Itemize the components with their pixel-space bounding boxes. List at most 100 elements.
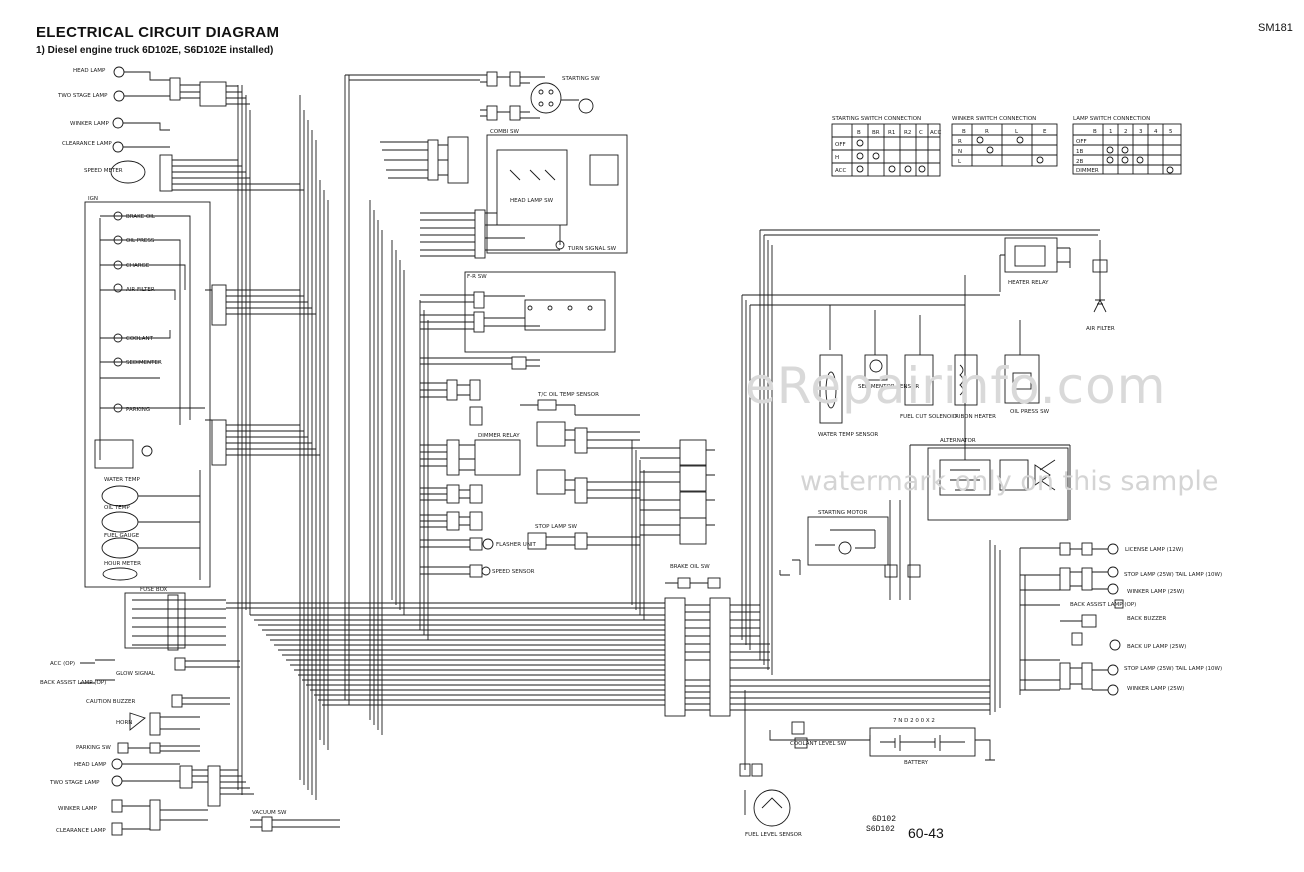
label-starting-sw: STARTING SW	[562, 76, 600, 82]
label-ribon-heater: RIBON HEATER	[955, 414, 996, 420]
label-clearance-lamp: CLEARANCE LAMP	[62, 141, 112, 147]
lp-h4: 3	[1139, 129, 1143, 135]
label-battery-rating: 7 N D 2 0 0 X 2	[893, 718, 935, 724]
label-dimmer-relay: DIMMER RELAY	[478, 433, 520, 439]
label-caution-buzzer: CAUTION BUZZER	[86, 699, 136, 705]
table-winker-title: WINKER SWITCH CONNECTION	[952, 116, 1036, 122]
label-sedimenter: SEDIMENTER	[126, 360, 162, 366]
rear-lamps	[1059, 542, 1124, 696]
label-alternator: ALTERNATOR	[940, 438, 976, 444]
wk-h1: B	[962, 129, 966, 135]
label-turn-signal-sw: TURN SIGNAL SW	[567, 246, 617, 252]
main-harness	[226, 74, 1101, 815]
label-speed-sensor: SPEED SENSOR	[492, 569, 535, 575]
lp-h3: 2	[1124, 129, 1128, 135]
label-stop-lamp-sw: STOP LAMP SW	[535, 524, 577, 530]
lower-left-components	[80, 600, 340, 836]
lp-h6: 5	[1169, 129, 1173, 135]
label-starting-motor: STARTING MOTOR	[818, 510, 867, 516]
wk-h4: E	[1043, 129, 1047, 135]
starting-motor	[807, 516, 921, 578]
st-h1: B	[857, 130, 861, 136]
lp-h1: B	[1093, 129, 1097, 135]
st-h2: BR	[872, 130, 880, 136]
label-heater-relay: HEATER RELAY	[1008, 280, 1049, 286]
label-fuel-level-sensor: FUEL LEVEL SENSOR	[745, 832, 802, 838]
wk-r0: R	[958, 139, 962, 145]
lp-r1: 1B	[1076, 149, 1083, 155]
label-head-lamp-sw: HEAD LAMP SW	[510, 198, 554, 204]
wk-h3: L	[1015, 129, 1019, 135]
label-winker-lamp: WINKER LAMP	[70, 121, 110, 127]
label-oil-temp: OIL TEMP	[104, 505, 130, 511]
bottom-connector-block	[664, 577, 731, 717]
alternator	[927, 447, 1069, 521]
label-acc-op: ACC (OP)	[50, 661, 75, 667]
st-r0: OFF	[835, 142, 846, 148]
watermark-secondary: watermark only on this sample	[800, 466, 1219, 497]
starting-switch	[480, 71, 594, 121]
label-two-stage-lamp-rear: TWO STAGE LAMP	[49, 780, 100, 786]
wk-h2: R	[985, 129, 989, 135]
label-horn: HORN	[116, 720, 132, 726]
label-glow-signal: GLOW SIGNAL	[116, 671, 156, 677]
front-lamps	[110, 66, 304, 192]
label-vacuum-sw: VACUUM SW	[252, 810, 287, 816]
model-6d102: 6D102	[872, 815, 897, 824]
label-fuel-cut-solenoid: FUEL CUT SOLENOID	[900, 414, 957, 420]
label-clearance-lamp-rear: CLEARANCE LAMP	[56, 828, 106, 834]
st-r1: H	[835, 155, 839, 161]
lp-h5: 4	[1154, 129, 1158, 135]
engine-sensors	[819, 237, 1108, 424]
watermark-primary: eRepairinfo.com	[745, 357, 1167, 415]
label-air-filter: AIR FILTER	[126, 287, 155, 293]
doc-id: SM181	[1258, 22, 1293, 34]
label-two-stage-lamp: TWO STAGE LAMP	[57, 93, 108, 99]
ign-indicator-panel	[84, 201, 320, 588]
label-brake-oil-sw: BRAKE OIL SW	[670, 564, 710, 570]
label-sedimentor-sensor: SEDIMENTOR SENSOR	[858, 384, 919, 390]
tc-oil-temp-sensor	[520, 399, 640, 550]
label-water-temp: WATER TEMP	[104, 477, 140, 483]
label-charge: CHARGE	[126, 263, 150, 269]
label-tc-oil-temp-sensor: T/C OIL TEMP SENSOR	[537, 392, 599, 398]
page-number: 60-43	[908, 825, 944, 841]
label-flasher-unit: FLASHER UNIT	[496, 542, 537, 548]
label-stop-tail-lamp-2: STOP LAMP (25W) TAIL LAMP (10W)	[1124, 666, 1222, 672]
label-fuse-box: FUSE BOX	[140, 587, 168, 593]
fuse-box	[124, 592, 226, 651]
lp-r2: 2B	[1076, 159, 1083, 165]
label-brake-oil: BRAKE OIL	[126, 214, 156, 220]
label-winker-lamp-25w-2: WINKER LAMP (25W)	[1127, 686, 1184, 692]
label-winker-lamp-25w: WINKER LAMP (25W)	[1127, 589, 1184, 595]
label-stop-tail-lamp: STOP LAMP (25W) TAIL LAMP (10W)	[1124, 572, 1222, 578]
label-combi-sw: COMBI SW	[490, 129, 520, 135]
label-fr-sw: F-R SW	[467, 274, 487, 280]
label-parking-sw: PARKING SW	[76, 745, 111, 751]
label-back-assist-lamp: BACK ASSIST LAMP (OP)	[1070, 602, 1136, 608]
connector-stack	[640, 439, 715, 545]
label-back-buzzer: BACK BUZZER	[1127, 616, 1166, 622]
label-oil-press-sw: OIL PRESS SW	[1010, 409, 1050, 415]
label-ign: IGN	[88, 196, 98, 202]
label-oil-press: OIL PRESS	[126, 238, 155, 244]
label-license-lamp: LICENSE LAMP (12W)	[1125, 547, 1183, 553]
st-r2: ACC	[835, 168, 847, 174]
fr-switch	[420, 271, 616, 370]
label-coolant: COOLANT	[126, 336, 154, 342]
label-back-assist-lamp-op: BACK ASSIST LAMP (OP)	[40, 680, 106, 686]
label-head-lamp: HEAD LAMP	[73, 68, 106, 74]
battery	[869, 727, 976, 757]
lp-h2: 1	[1109, 129, 1113, 135]
st-h6: ACC	[930, 130, 942, 136]
label-air-filter-sensor: AIR FILTER	[1086, 326, 1115, 332]
label-battery: BATTERY	[904, 760, 929, 766]
st-h3: R1	[888, 130, 895, 136]
model-s6d102: S6D102	[866, 825, 895, 834]
label-speed-meter: SPEED METER	[84, 168, 123, 174]
switch-tables	[831, 123, 1182, 177]
label-fuel-gauge: FUEL GAUGE	[104, 533, 140, 539]
lp-r0: OFF	[1076, 139, 1087, 145]
